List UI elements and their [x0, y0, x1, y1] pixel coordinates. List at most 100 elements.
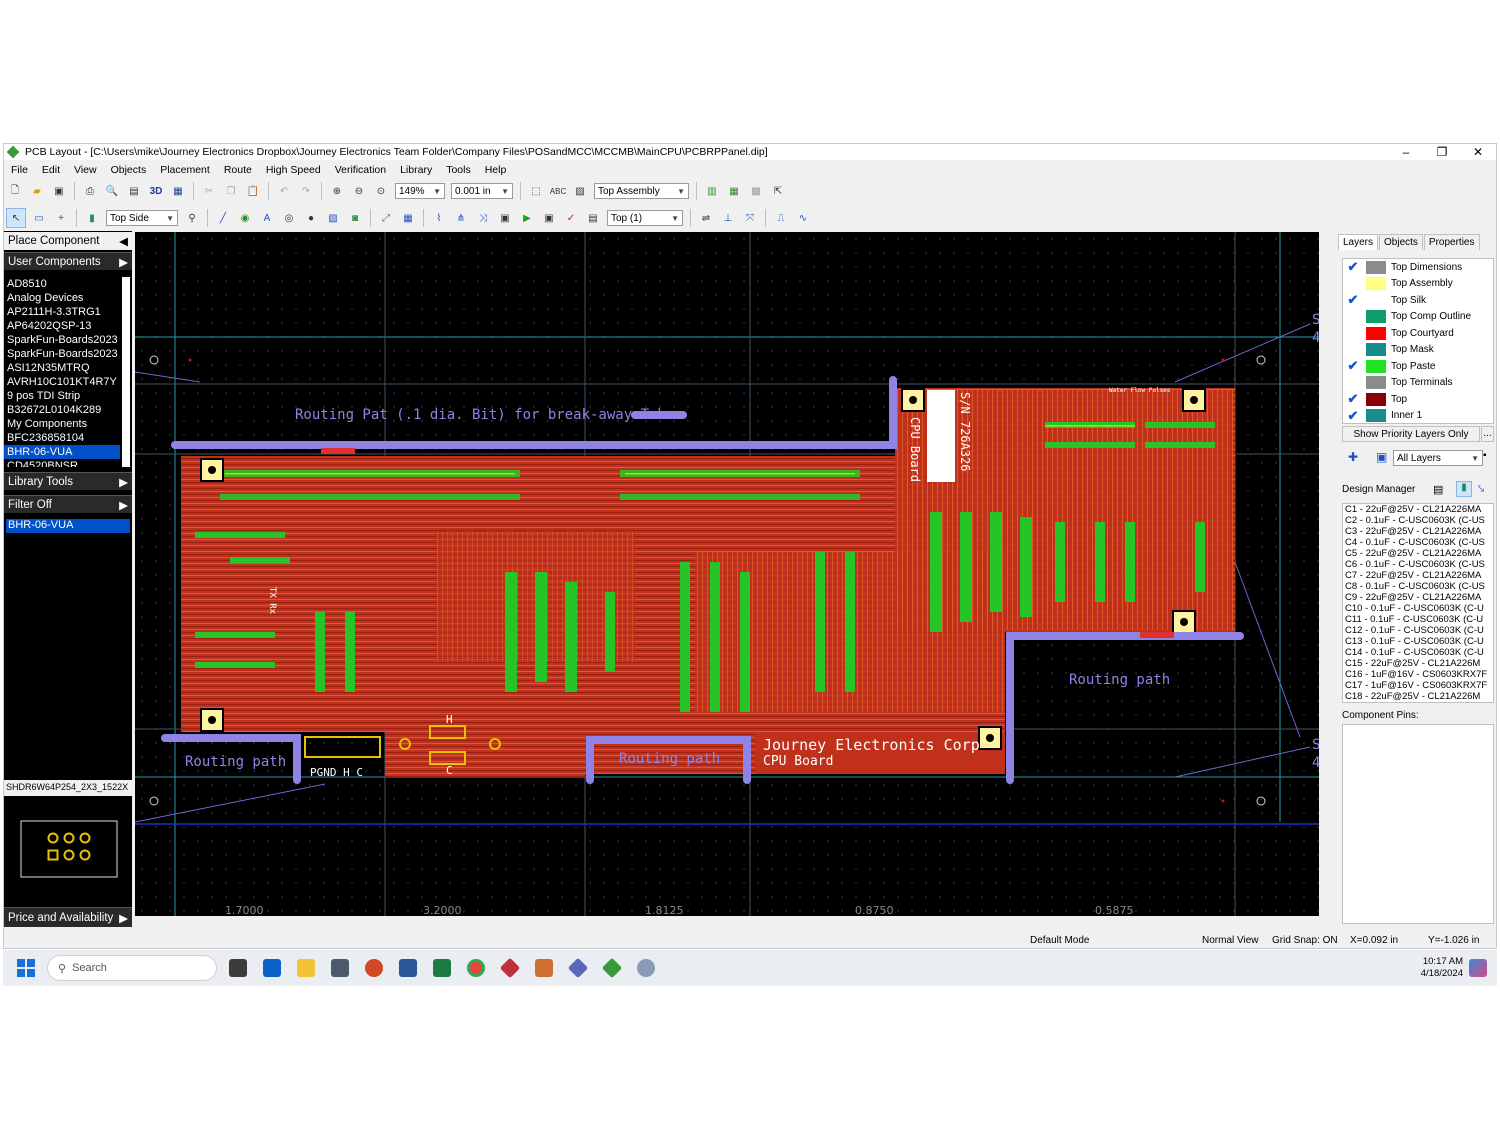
copilot-icon[interactable] [1469, 959, 1487, 977]
route-fork-icon[interactable]: ⋔ [456, 212, 466, 224]
start-icon[interactable] [17, 959, 35, 977]
tab-layers[interactable]: Layers [1338, 234, 1379, 250]
show-priority-layers-button[interactable]: Show Priority Layers Only [1342, 426, 1480, 442]
new-file-icon[interactable]: 🗋 [10, 184, 20, 196]
close-button[interactable]: ✕ [1472, 145, 1484, 159]
user-components-header[interactable]: User Components▶ [4, 252, 132, 270]
menu-verification[interactable]: Verification [334, 164, 387, 176]
copy-icon[interactable]: ❐ [226, 185, 236, 197]
app-red-icon[interactable] [499, 957, 521, 979]
pad-icon[interactable]: ◉ [240, 212, 250, 224]
layer-row[interactable]: Top Terminals [1343, 375, 1493, 392]
chrome-icon[interactable] [467, 959, 485, 977]
component-list-item[interactable]: My Components [7, 418, 88, 430]
drc-icon[interactable]: ✓ [566, 212, 576, 224]
measure-icon[interactable]: ⤢ [382, 212, 390, 224]
tab-properties[interactable]: Properties [1423, 234, 1480, 250]
layer-row[interactable]: Top Comp Outline [1343, 309, 1493, 326]
library-tools-header[interactable]: Library Tools▶ [4, 472, 132, 490]
copper-pour-icon[interactable]: ◙ [351, 212, 359, 224]
app-orange-icon[interactable] [535, 959, 553, 977]
component-list-item[interactable]: SparkFun-Boards2023 [7, 348, 118, 360]
price-availability-header[interactable]: Price and Availability▶ [4, 907, 132, 927]
layer-row[interactable]: Top Assembly [1343, 276, 1493, 293]
design-manager-item[interactable]: C6 - 0.1uF - C-USC0603K (C-US [1345, 559, 1485, 570]
cross-icon[interactable]: + [58, 212, 64, 224]
component-list-item[interactable]: ASI12N35MTRQ [7, 362, 90, 374]
design-manager-item[interactable]: C12 - 0.1uF - C-USC0603K (C-U [1345, 625, 1484, 636]
net-icon[interactable]: ▥ [707, 185, 717, 197]
design-manager-item[interactable]: C1 - 22uF@25V - CL21A226MA [1345, 504, 1482, 515]
pcb-canvas[interactable]: Routing Pat (.1 dia. Bit) for break-away… [135, 232, 1319, 916]
run-icon[interactable]: ▶ [523, 212, 531, 224]
layer-color-swatch[interactable] [1366, 260, 1386, 274]
pcb-layout-taskbar-icon[interactable] [601, 957, 623, 979]
layer-row[interactable]: ✔Top Dimensions [1343, 259, 1493, 276]
excel-icon[interactable] [433, 959, 451, 977]
layer-row[interactable]: ✔Top Silk [1343, 292, 1493, 309]
line-icon[interactable]: ╱ [219, 212, 227, 224]
component-list-item[interactable]: Analog Devices [7, 292, 84, 304]
menu-placement[interactable]: Placement [160, 164, 210, 176]
place-icon[interactable]: ▭ [34, 212, 44, 224]
3d-view-button[interactable]: 3D [149, 185, 163, 197]
place-component-header[interactable]: Place Component◀ [4, 232, 132, 250]
component-list-item[interactable]: BFC236858104 [7, 432, 85, 444]
filtered-component[interactable]: BHR-06-VUA [6, 519, 130, 533]
design-manager-item[interactable]: C11 - 0.1uF - C-USC0603K (C-U [1345, 614, 1484, 625]
layer-row[interactable]: ✔Inner 1 [1343, 408, 1493, 425]
layer-visibility-checkbox[interactable]: ✔ [1347, 407, 1359, 423]
clear-icon[interactable]: ▩ [751, 185, 761, 197]
component-list-item[interactable]: AD8510 [7, 278, 47, 290]
design-manager-item[interactable]: C14 - 0.1uF - C-USC0603K (C-U [1345, 647, 1484, 658]
check-icon[interactable]: ▤ [588, 212, 598, 224]
design-manager-item[interactable]: C8 - 0.1uF - C-USC0603K (C-US [1345, 581, 1485, 592]
menu-tools[interactable]: Tools [446, 164, 471, 176]
print-icon[interactable]: ⎙ [86, 185, 94, 197]
redo-icon[interactable]: ↷ [301, 185, 311, 197]
dm-layers-icon[interactable]: ▮ [1456, 481, 1472, 497]
task-view-icon[interactable] [229, 959, 247, 977]
component-icon[interactable]: ⬚ [531, 185, 541, 197]
layer-color-swatch[interactable] [1366, 409, 1386, 423]
file-explorer-icon[interactable] [297, 959, 315, 977]
side-select[interactable]: Top Side▼ [106, 210, 178, 226]
design-manager-item[interactable]: C5 - 22uF@25V - CL21A226MA [1345, 548, 1482, 559]
layer-color-swatch[interactable] [1366, 343, 1386, 357]
layer-color-swatch[interactable] [1366, 326, 1386, 340]
component-list-item[interactable]: AVRH10C101KT4R7Y [7, 376, 117, 388]
layer-filter-select[interactable]: All Layers▼ [1393, 450, 1483, 466]
layer-view-select[interactable]: Top Assembly▼ [594, 183, 689, 199]
binoculars-icon[interactable]: ⚲ [188, 212, 196, 224]
layer-options-icon[interactable]: ▪ [1483, 450, 1487, 461]
tab-objects[interactable]: Objects [1379, 234, 1423, 250]
via-icon[interactable]: ◎ [284, 212, 294, 224]
signal-icon[interactable]: ⎍ [777, 212, 785, 224]
open-folder-icon[interactable]: ▰ [33, 185, 41, 197]
menu-edit[interactable]: Edit [41, 164, 61, 176]
layer-visibility-checkbox[interactable]: ✔ [1347, 259, 1359, 275]
cut-icon[interactable]: ✂ [204, 185, 214, 197]
menu-file[interactable]: File [11, 164, 28, 176]
menu-view[interactable]: View [74, 164, 97, 176]
layers-more-button[interactable]: ... [1481, 426, 1494, 442]
route-split-icon[interactable]: ⤨ [479, 212, 487, 224]
add-layer-icon[interactable]: ✚ [1348, 450, 1359, 464]
layer-row[interactable]: ✔Top Paste [1343, 358, 1493, 375]
design-manager-item[interactable]: C9 - 22uF@25V - CL21A226MA [1345, 592, 1482, 603]
component-list-item[interactable]: CD4520BNSR [7, 460, 78, 467]
route-component-icon[interactable]: ▣ [500, 212, 510, 224]
select-pointer-icon[interactable]: ↖ [6, 208, 26, 228]
component-list-item[interactable]: B32672L0104K289 [7, 404, 102, 416]
layer-color-swatch[interactable] [1366, 277, 1386, 291]
component-list-item[interactable]: BHR-06-VUA [4, 445, 120, 459]
menu-library[interactable]: Library [400, 164, 433, 176]
menu-high-speed[interactable]: High Speed [265, 164, 321, 176]
layer-row[interactable]: Top Courtyard [1343, 325, 1493, 342]
layer-visibility-checkbox[interactable]: ✔ [1347, 292, 1359, 308]
route-trace-icon[interactable]: ⌇ [436, 212, 442, 224]
grid-view-icon[interactable]: ▦ [173, 185, 183, 197]
